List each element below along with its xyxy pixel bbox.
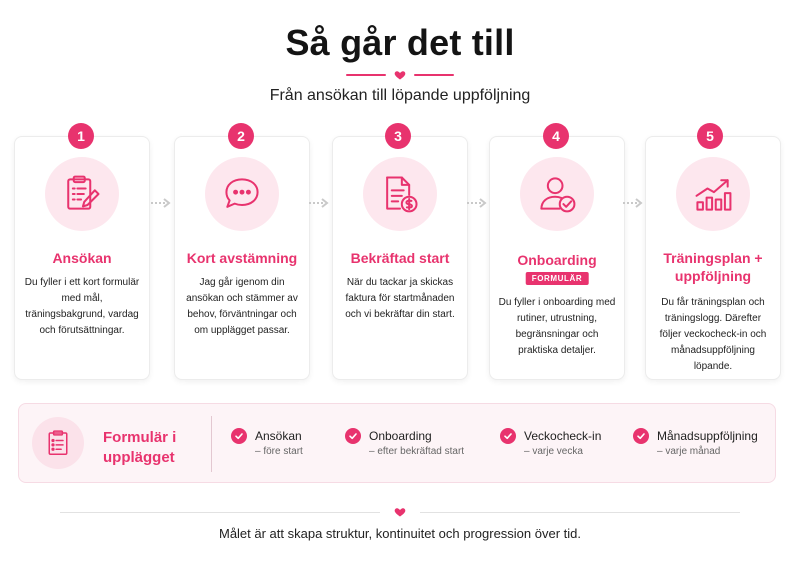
form-item-timing: – före start bbox=[255, 446, 303, 457]
step-number-3: 3 bbox=[385, 123, 411, 149]
step-number-4: 4 bbox=[543, 123, 569, 149]
form-icon-circle bbox=[32, 417, 84, 469]
step-description: Jag går igenom din ansökan och stämmer a… bbox=[186, 277, 298, 336]
step-description: Du fyller i onboarding med rutiner, utru… bbox=[498, 297, 616, 356]
heart-icon bbox=[394, 71, 406, 80]
step-description: Du får träningsplan och träningslogg. Dä… bbox=[659, 297, 767, 372]
footer-line-left bbox=[60, 511, 380, 513]
page-title: Så går det till bbox=[285, 22, 515, 63]
step-description: När du tackar ja skickas faktura för sta… bbox=[345, 277, 455, 320]
step-card-3: Bekräftad start När du tackar ja skickas… bbox=[332, 136, 468, 380]
step-card-5: Träningsplan + uppföljning Du får tränin… bbox=[645, 136, 781, 380]
step-icon-circle bbox=[520, 157, 594, 231]
step-description: Du fyller i ett kort formulär med mål, t… bbox=[24, 277, 140, 336]
form-item-label: Ansökan bbox=[255, 429, 302, 443]
arrow-right-icon bbox=[467, 198, 487, 208]
form-item-timing: – varje månad bbox=[657, 446, 721, 457]
divider-line-right bbox=[414, 74, 454, 76]
user-check-icon bbox=[540, 177, 576, 213]
footer-divider bbox=[0, 505, 800, 519]
step-icon-circle bbox=[45, 157, 119, 231]
step-icon-circle bbox=[363, 157, 437, 231]
clipboard-pen-icon bbox=[67, 175, 100, 210]
step-card-4: Onboarding FORMULÄR Du fyller i onboardi… bbox=[489, 136, 625, 380]
step-title: Träningsplan + uppföljning bbox=[663, 250, 763, 284]
step-icon-circle bbox=[205, 157, 279, 231]
form-item-label: Onboarding bbox=[369, 429, 432, 443]
step-title: Onboarding bbox=[517, 252, 597, 268]
step-card-1: Ansökan Du fyller i ett kort formulär me… bbox=[14, 136, 150, 380]
forms-title: Formulär i upplägget bbox=[103, 429, 177, 466]
arrow-right-icon bbox=[151, 198, 171, 208]
checkmark-icon bbox=[231, 428, 247, 444]
heart-icon bbox=[394, 508, 406, 517]
arrow-right-icon bbox=[623, 198, 643, 208]
checkmark-icon bbox=[633, 428, 649, 444]
chat-bubble-icon bbox=[225, 178, 259, 208]
arrow-right-icon bbox=[309, 198, 329, 208]
step-number-2: 2 bbox=[228, 123, 254, 149]
step-title: Kort avstämning bbox=[186, 250, 298, 266]
checkmark-icon bbox=[345, 428, 361, 444]
page-subtitle: Från ansökan till löpande uppföljning bbox=[269, 87, 531, 104]
step-title: Bekräftad start bbox=[350, 250, 450, 266]
growth-chart-icon bbox=[695, 179, 732, 211]
divider-line-left bbox=[346, 74, 386, 76]
form-item-label: Veckocheck-in bbox=[524, 429, 602, 443]
invoice-dollar-icon bbox=[386, 176, 418, 213]
step-icon-circle bbox=[676, 157, 750, 231]
form-item-timing: – varje vecka bbox=[524, 446, 583, 457]
checklist-clipboard-icon bbox=[48, 430, 68, 455]
form-badge: FORMULÄR bbox=[525, 272, 589, 285]
checkmark-icon bbox=[500, 428, 516, 444]
title-divider bbox=[0, 68, 800, 82]
step-title: Ansökan bbox=[52, 250, 112, 266]
footer-statement: Målet är att skapa struktur, kontinuitet… bbox=[218, 526, 581, 541]
forms-separator bbox=[211, 416, 212, 472]
forms-panel: Formulär i upplägget Ansökan – före star… bbox=[18, 403, 776, 483]
step-number-5: 5 bbox=[697, 123, 723, 149]
footer-line-right bbox=[420, 511, 740, 513]
form-item-timing: – efter bekräftad start bbox=[369, 446, 465, 457]
step-card-2: Kort avstämning Jag går igenom din ansök… bbox=[174, 136, 310, 380]
form-item-label: Månadsuppföljning bbox=[657, 429, 758, 443]
step-number-1: 1 bbox=[68, 123, 94, 149]
